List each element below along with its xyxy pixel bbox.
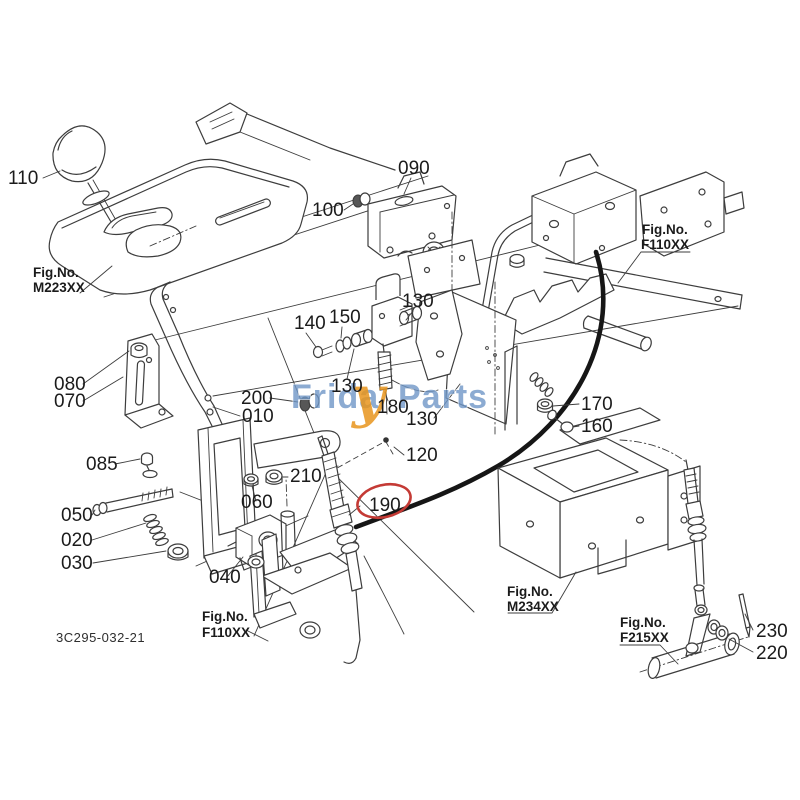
spring-180 (377, 343, 439, 415)
fig-label-m234: M234XX (507, 599, 559, 614)
watermark-y-swoosh: y (350, 364, 388, 430)
bolt-085 (140, 452, 158, 479)
drawing-number: 3C295-032-21 (56, 630, 145, 645)
part-label-230: 230 (756, 621, 788, 642)
bushing-200 (299, 393, 320, 412)
rear-flap (195, 102, 396, 171)
part-label-020: 020 (61, 530, 93, 551)
fig-label-f110bot: F110XX (202, 625, 250, 640)
part-label-220: 220 (756, 643, 788, 664)
nut-170 (536, 398, 554, 413)
frame-f110-top (481, 153, 745, 352)
valve-block (371, 273, 413, 347)
washer-ring-lower (299, 621, 321, 639)
fig-label-f215: F215XX (620, 630, 669, 645)
spring-020 (143, 513, 169, 547)
washers-150 (335, 336, 352, 353)
part-label-050: 050 (61, 505, 93, 526)
lever-tube (639, 613, 749, 679)
nut-210 (265, 469, 283, 485)
part-label-130a: 130 (402, 291, 434, 312)
bracket-090 (352, 171, 481, 301)
fig-label-m223-prefix: Fig.No. (33, 265, 79, 280)
part-label-190: 190 (369, 495, 401, 516)
part-labels: 110 090 100 140 150 130 130 180 130 120 … (8, 158, 788, 664)
watermark: Frida y Parts (290, 364, 488, 430)
part-label-180: 180 (377, 397, 409, 418)
valve-assembly (312, 273, 517, 473)
figure-labels: Fig.No. M223XX Fig.No. F110XX Fig.No. F1… (33, 222, 689, 645)
nut-060 (243, 473, 259, 487)
grommet-100 (352, 192, 371, 208)
pin-230 (738, 593, 751, 638)
cable-end-190 (317, 435, 405, 664)
nut-small (509, 253, 525, 268)
watermark-parts: Parts (398, 378, 488, 416)
part-label-090: 090 (398, 158, 430, 179)
part-label-060: 060 (241, 492, 273, 513)
nut-080 (130, 342, 148, 359)
leader-lines (42, 170, 754, 665)
datum-point-120 (329, 437, 394, 473)
fig-label-f110top-prefix: Fig.No. (642, 222, 688, 237)
part-label-070: 070 (54, 391, 86, 412)
part-label-085: 085 (86, 454, 118, 475)
washers-220 (707, 619, 729, 641)
spacer-130-left (350, 328, 374, 348)
fasteners-160-170 (504, 345, 574, 433)
console-panel (48, 102, 396, 295)
part-label-040: 040 (209, 567, 241, 588)
part-label-130b: 130 (331, 376, 363, 397)
shift-knob (52, 125, 122, 233)
washer-ring-upper (247, 555, 265, 569)
part-label-140: 140 (294, 313, 326, 334)
part-label-210: 210 (290, 466, 322, 487)
control-cable (353, 249, 606, 530)
part-label-030: 030 (61, 553, 93, 574)
part-label-010: 010 (242, 406, 274, 427)
highlight-ellipse-190 (356, 482, 412, 520)
bolt-160 (547, 409, 574, 433)
fig-label-m223: M223XX (33, 280, 85, 295)
watermark-frida: Frida (291, 378, 379, 416)
fig-label-f110bot-prefix: Fig.No. (202, 609, 248, 624)
part-label-120: 120 (406, 445, 438, 466)
part-label-200: 200 (241, 388, 273, 409)
fig-label-f215-prefix: Fig.No. (620, 615, 666, 630)
bolt-050 (92, 486, 174, 517)
part-label-100: 100 (312, 200, 344, 221)
lever-assembly-f215 (619, 439, 751, 679)
part-label-170: 170 (581, 394, 613, 415)
detent-rail (501, 257, 743, 352)
part-label-160: 160 (581, 416, 613, 437)
nut-030 (167, 543, 189, 561)
fig-label-f110top: F110XX (641, 237, 689, 252)
panel-slots (82, 190, 271, 258)
part-label-150: 150 (329, 307, 361, 328)
part-label-110: 110 (8, 168, 38, 189)
fig-label-m234-prefix: Fig.No. (507, 584, 553, 599)
part-label-080: 080 (54, 374, 86, 395)
part-label-130c: 130 (406, 409, 438, 430)
spacer-130-right (398, 305, 423, 326)
bolt-140 (312, 345, 333, 359)
